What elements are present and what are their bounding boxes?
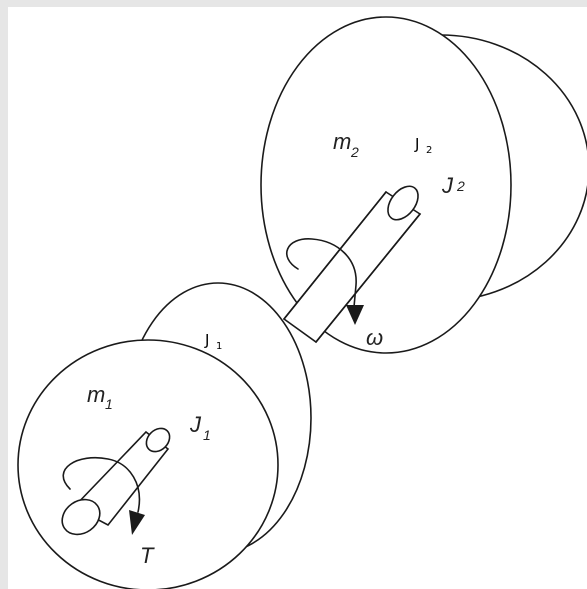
- j2-overlay-label: J: [414, 135, 419, 153]
- diagram-canvas: ω T m 2 J 2 J 2: [8, 7, 587, 589]
- m2-subscript: 2: [350, 144, 359, 160]
- omega-rotation-arrow: [286, 238, 364, 325]
- j1-overlay-label: J: [204, 331, 209, 349]
- omega-label: ω: [366, 325, 383, 350]
- m2-label: m: [333, 129, 351, 154]
- m1-label: m: [87, 382, 105, 407]
- j2-partial-label: J: [441, 173, 454, 198]
- connecting-shaft: [282, 185, 422, 344]
- input-shaft: [61, 427, 171, 536]
- torque-arrow: [62, 457, 145, 535]
- j2-partial-subscript: 2: [456, 178, 465, 194]
- j1-label: J: [189, 412, 202, 437]
- m1-subscript: 1: [105, 396, 113, 412]
- j1-subscript: 1: [203, 427, 211, 443]
- two-mass-shaft-diagram: ω T m 2 J 2 J 2: [17, 16, 587, 589]
- j1-overlay-subscript: 1: [216, 341, 222, 352]
- j2-overlay-subscript: 2: [426, 145, 432, 156]
- torque-label: T: [140, 543, 155, 568]
